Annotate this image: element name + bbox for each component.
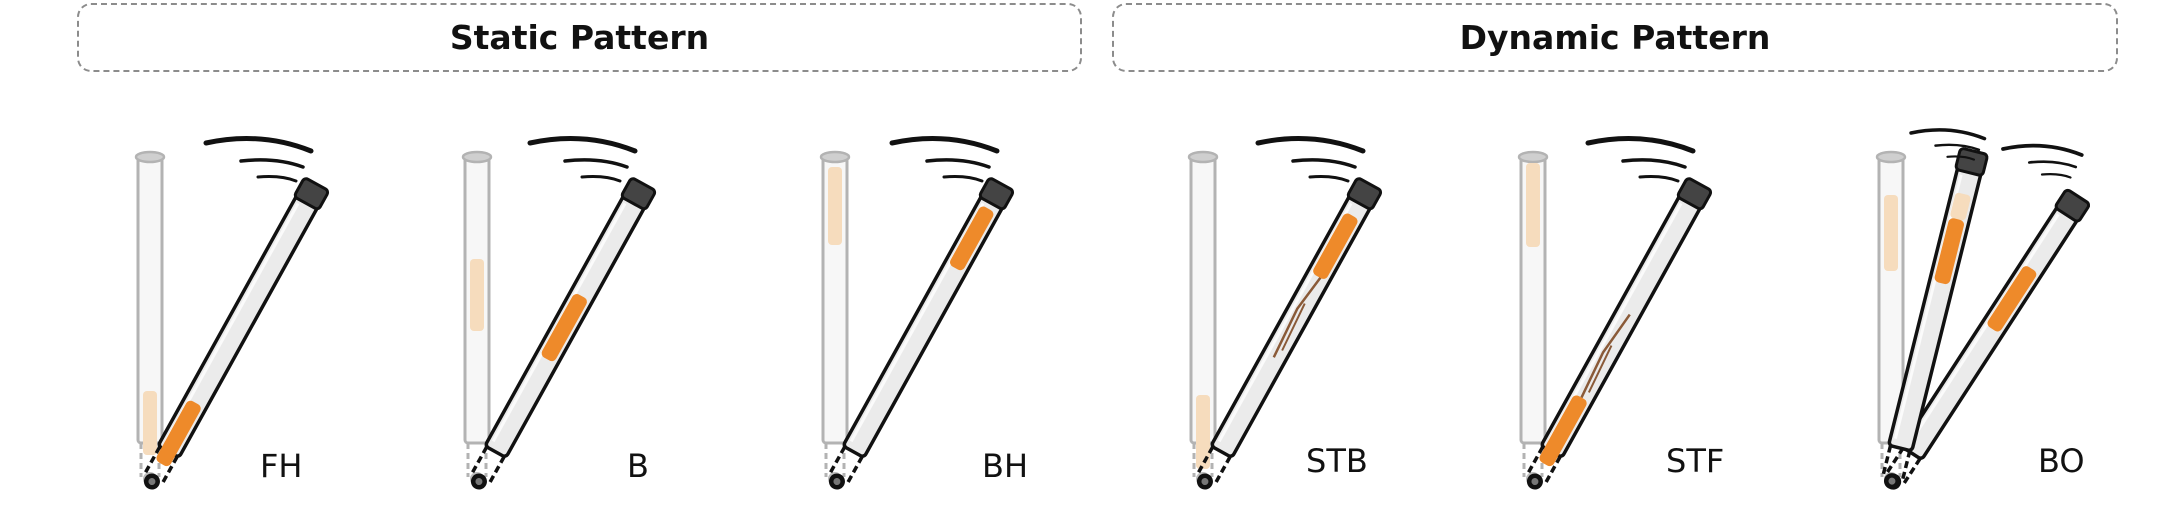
smear-trail (1580, 313, 1631, 399)
static-pattern-header: Static Pattern (77, 3, 1082, 72)
speed-lines-icon (1588, 139, 1693, 182)
panel-label-fh: FH (260, 447, 302, 485)
panel-label-stb: STB (1306, 442, 1368, 480)
panel-label-stf: STF (1666, 442, 1724, 480)
smear-trail (1272, 272, 1325, 358)
panel-stb (1187, 139, 1384, 498)
impact-mark (1934, 218, 1964, 285)
bat (461, 175, 658, 498)
impact-mark (156, 400, 201, 467)
panel-stf (1517, 139, 1714, 498)
impact-mark (1313, 213, 1358, 279)
ghost-mark (1884, 195, 1898, 271)
smear-trail (1281, 303, 1306, 351)
panel-fh (134, 139, 331, 498)
bat (819, 175, 1016, 498)
impact-mark (950, 206, 994, 271)
speed-lines-icon (2001, 143, 2084, 180)
panel-label-b: B (627, 447, 649, 485)
ghost-mark (143, 391, 157, 455)
impact-mark (541, 294, 587, 362)
panel-label-bo: BO (2038, 442, 2085, 480)
bat (1874, 146, 1990, 495)
impact-mark (1987, 266, 2037, 332)
speed-lines-icon (206, 139, 311, 182)
dynamic-pattern-header: Dynamic Pattern (1112, 3, 2118, 72)
speed-lines-icon (1258, 139, 1363, 182)
ghost-mark (828, 167, 842, 245)
speed-lines-icon (892, 139, 997, 182)
speed-lines-icon (530, 139, 635, 182)
ghost-mark (1196, 395, 1210, 469)
bat (1875, 187, 2092, 498)
ghost-mark (1526, 163, 1540, 247)
ghost-mark (470, 259, 484, 331)
bat (1187, 175, 1384, 498)
smear-trail (1587, 345, 1613, 393)
bat (134, 175, 331, 498)
panel-b (461, 139, 658, 498)
impact-mark (1539, 395, 1587, 467)
panel-label-bh: BH (982, 447, 1028, 485)
ghost-mark (1950, 192, 1971, 221)
panel-bh (819, 139, 1016, 498)
panel-bo (1874, 128, 2092, 498)
bat (1517, 175, 1714, 498)
